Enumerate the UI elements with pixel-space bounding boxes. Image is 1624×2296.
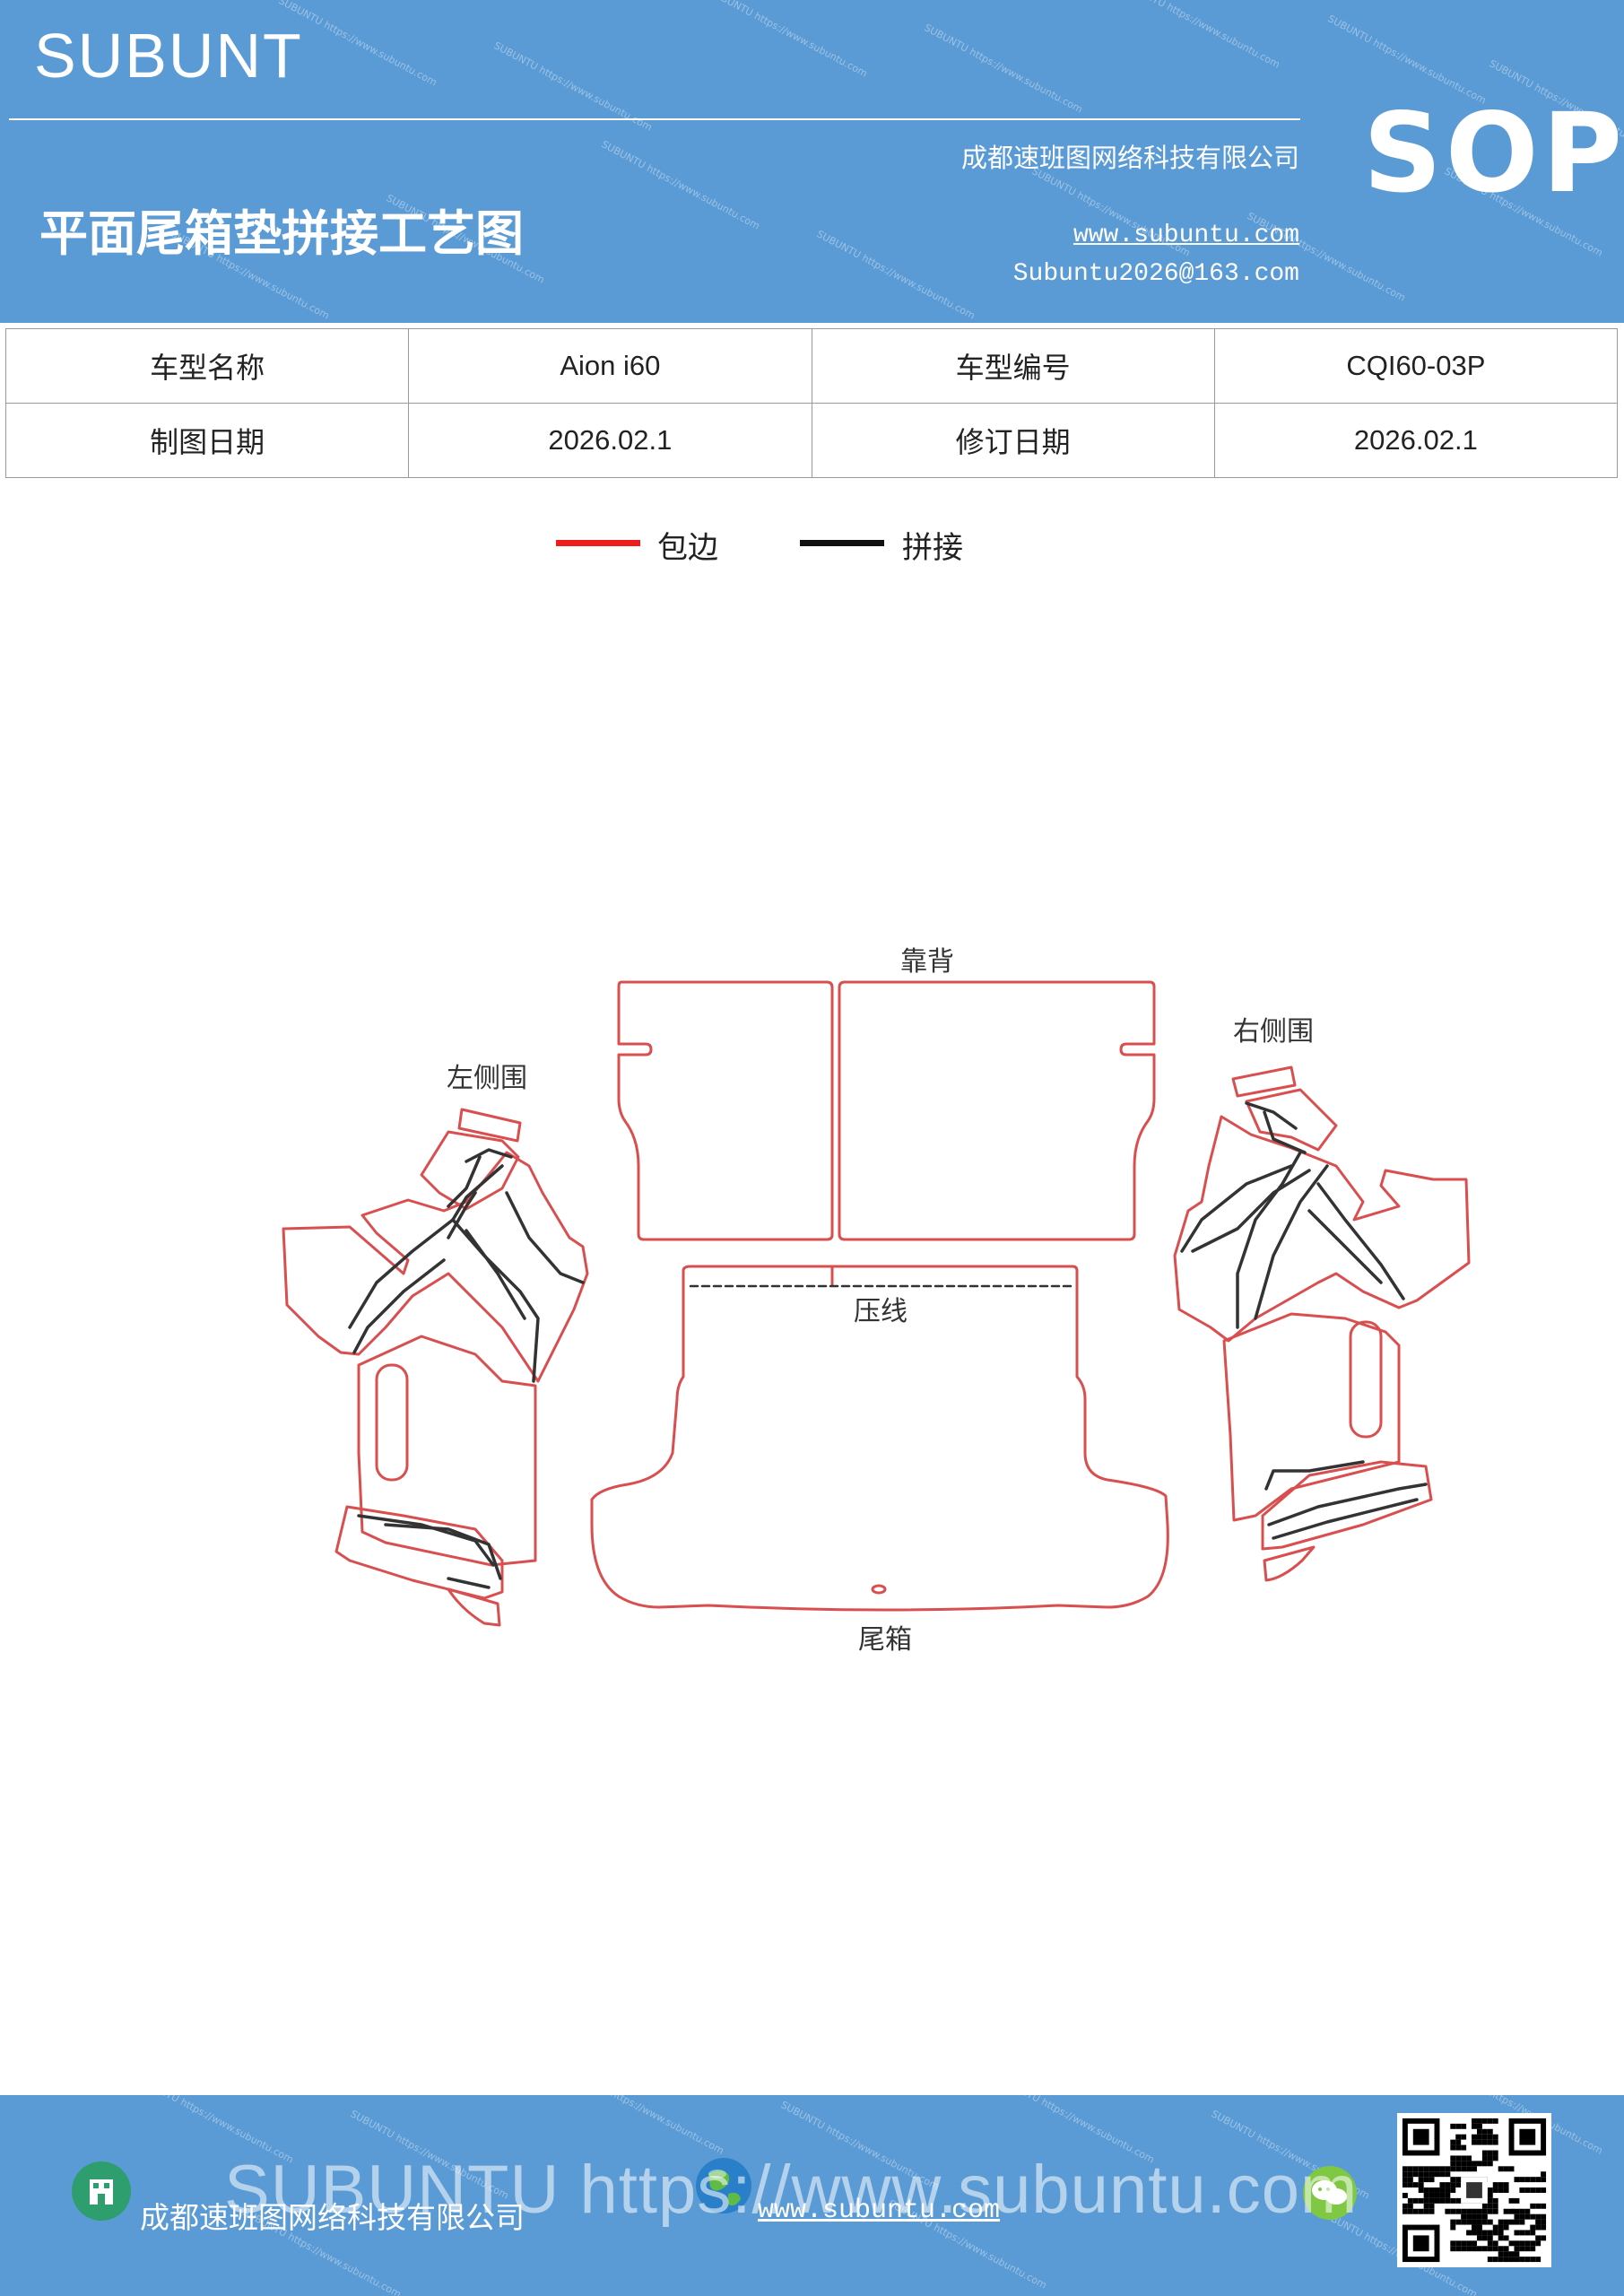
seam-line [1236, 1151, 1302, 1329]
left-side-top-piece [457, 1108, 522, 1143]
left-side-bottom-piece [334, 1505, 504, 1600]
sop-badge: SOP [1363, 90, 1624, 217]
seam-line [505, 1191, 585, 1284]
wechat-icon [1303, 2166, 1357, 2220]
seam-line [357, 1514, 495, 1567]
seam-line [1267, 1483, 1428, 1526]
draw-date-label: 制图日期 [4, 403, 410, 478]
vehicle-info-table: 车型名称 Aion i60 车型编号 CQI60-03P 制图日期 2026.0… [4, 328, 1619, 478]
table-row: 制图日期 2026.02.1 修订日期 2026.02.1 [4, 403, 1619, 478]
seam-line [1263, 1110, 1307, 1154]
seam-line [348, 1218, 455, 1329]
globe-icon [696, 2158, 751, 2213]
watermark-text: SUBUNTU https://www.subuntu.com [563, 2095, 726, 2157]
seam-line [451, 1164, 504, 1222]
seam-line [1245, 1101, 1298, 1130]
legend-seam-label: 拼接 [902, 530, 963, 566]
backrest-right-panel [838, 980, 1156, 1241]
seam-line [1316, 1182, 1405, 1300]
model-name-value: Aion i60 [408, 328, 812, 404]
seam-line [352, 1258, 446, 1354]
seam-line [447, 1577, 491, 1589]
legend: 包边 拼接 [0, 522, 1624, 567]
model-code-value: CQI60-03P [1213, 328, 1619, 404]
label-press-line: 压线 [854, 1296, 908, 1327]
label-trunk: 尾箱 [858, 1624, 912, 1656]
legend-edge-label: 包边 [657, 530, 718, 566]
left-side-upper-piece [420, 1130, 520, 1211]
right-side-main-piece [1173, 1115, 1471, 1343]
seam-line [1307, 1209, 1383, 1284]
seam-line [384, 1523, 502, 1580]
left-side-slot [375, 1363, 409, 1482]
right-side-top-piece [1231, 1065, 1297, 1098]
legend-edge-swatch [556, 540, 640, 546]
seam-line [1272, 1498, 1419, 1540]
header-divider [9, 118, 1300, 120]
label-left-side: 左侧围 [447, 1063, 527, 1094]
footer-website-link[interactable]: www.subuntu.com [758, 2196, 1001, 2226]
right-side-upper-piece [1245, 1088, 1338, 1152]
backrest-left-panel [617, 980, 834, 1241]
seam-lines [348, 1101, 1428, 1589]
trunk-handle-hole [871, 1584, 887, 1595]
brand-name: SUBUNT [34, 21, 303, 91]
seam-line [447, 1191, 477, 1239]
revise-date-label: 修订日期 [811, 403, 1215, 478]
seam-line [1254, 1164, 1329, 1320]
model-code-label: 车型编号 [811, 328, 1215, 404]
label-right-side: 右侧围 [1233, 1016, 1314, 1048]
seam-line [447, 1155, 482, 1208]
right-side-bottom-piece [1261, 1460, 1433, 1551]
header-company-name: 成都速班图网络科技有限公司 [960, 143, 1299, 173]
seam-line [465, 1148, 513, 1163]
table-row: 车型名称 Aion i60 车型编号 CQI60-03P [4, 328, 1619, 404]
right-side-tail-piece [1263, 1545, 1316, 1582]
qr-code [1397, 2113, 1551, 2267]
trunk-floor-panel [590, 1265, 1169, 1612]
model-name-label: 车型名称 [4, 328, 410, 404]
seam-line [1191, 1169, 1311, 1253]
seam-line [451, 1218, 540, 1383]
building-icon [72, 2161, 131, 2221]
footer-watermark-text: SUBUNTU https://www.subuntu.com [224, 2152, 1359, 2228]
footer-company-name: 成都速班图网络科技有限公司 [140, 2200, 525, 2235]
header-email[interactable]: Subuntu2026@163.com [1012, 260, 1299, 288]
left-side-tail-piece [447, 1587, 501, 1627]
right-side-lower-piece [1222, 1312, 1401, 1522]
legend-seam-swatch [800, 540, 884, 546]
revise-date-value: 2026.02.1 [1213, 403, 1619, 478]
left-side-lower-piece [357, 1335, 537, 1567]
seam-line [1180, 1164, 1293, 1253]
right-side-slot [1349, 1320, 1383, 1439]
header-website-link[interactable]: www.subuntu.com [1073, 222, 1299, 249]
seam-line [465, 1229, 526, 1320]
document-title: 平面尾箱垫拼接工艺图 [39, 204, 524, 262]
seam-line [1264, 1460, 1365, 1491]
label-backrest: 靠背 [900, 946, 954, 978]
draw-date-value: 2026.02.1 [408, 403, 812, 478]
left-side-main-piece [282, 1151, 589, 1383]
